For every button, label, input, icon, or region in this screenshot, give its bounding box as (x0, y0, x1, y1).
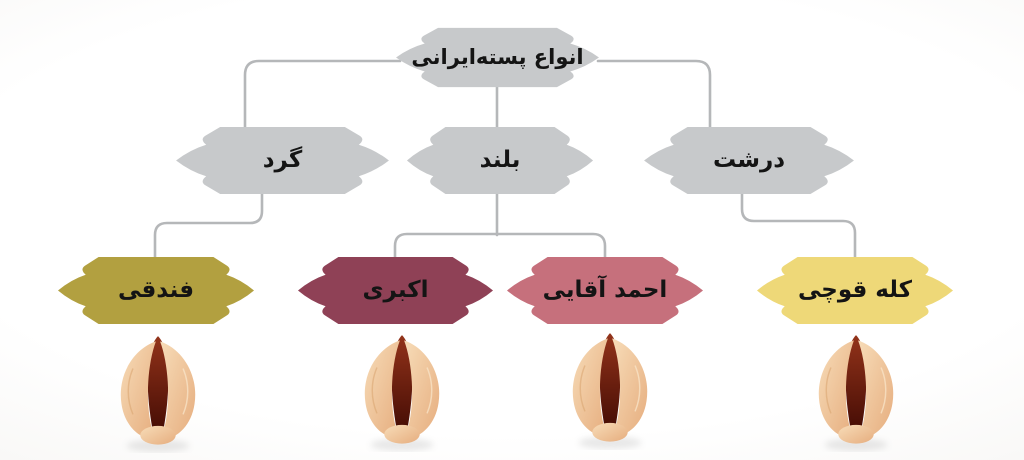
node-fandoghi-label: فندقی (117, 276, 195, 303)
pistachio-akbari-image (347, 332, 457, 452)
node-ahmad-aghaei: احمد آقایی (506, 256, 704, 325)
node-boland-label: بلند (479, 146, 521, 173)
node-ahmad-aghaei-label: احمد آقایی (542, 276, 668, 303)
node-kale-ghouchi: کله قوچی (756, 256, 954, 325)
node-dorosht-label: درشت (712, 146, 785, 173)
link-boland-branches (393, 232, 607, 260)
node-kale-ghouchi-label: کله قوچی (797, 276, 913, 303)
node-gerd: گرد (175, 126, 390, 195)
node-root-label: انواع پسته‌ایرانی (411, 44, 584, 69)
node-fandoghi: فندقی (57, 256, 255, 325)
node-gerd-label: گرد (262, 146, 303, 173)
pistachio-ahmad-aghaei-image (557, 330, 663, 450)
link-root-dorosht (596, 59, 712, 130)
node-boland: بلند (406, 126, 594, 195)
link-dorosht-kale (740, 191, 857, 260)
node-dorosht: درشت (643, 126, 855, 195)
node-root: انواع پسته‌ایرانی (395, 27, 600, 88)
link-root-gerd (243, 59, 402, 130)
link-gerd-fandoghi (153, 191, 264, 260)
node-akbari-label: اکبری (362, 276, 429, 303)
node-akbari: اکبری (297, 256, 494, 325)
pistachio-fandoghi-image (103, 333, 213, 453)
pistachio-kale-ghouchi-image (801, 332, 911, 452)
